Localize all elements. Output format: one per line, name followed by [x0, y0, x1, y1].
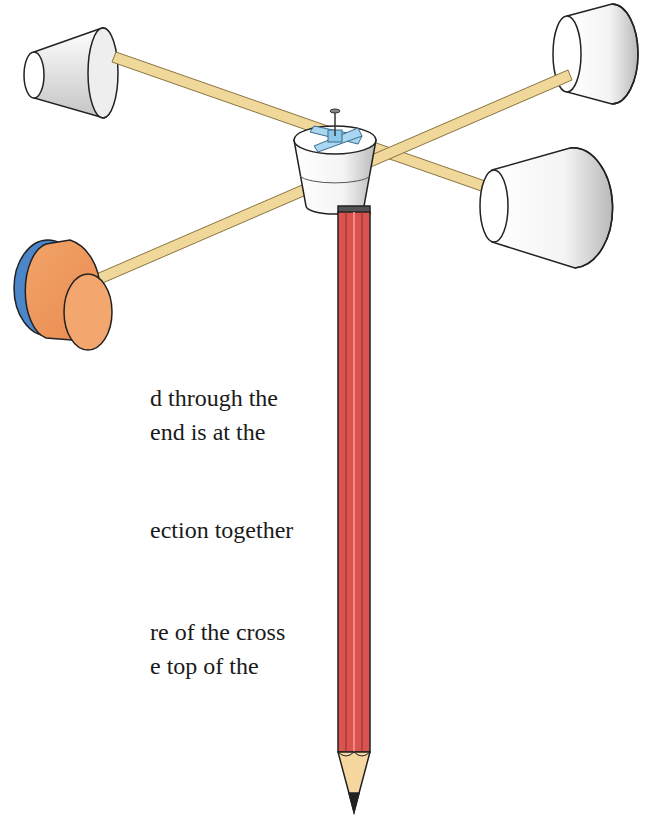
paper-cup: [480, 148, 613, 268]
instruction-text: d through the: [150, 384, 278, 413]
instruction-text: re of the cross: [150, 618, 285, 647]
paper-cup: [14, 240, 112, 350]
wooden-stick: [64, 52, 572, 298]
paper-cup: [294, 126, 376, 214]
instruction-text: end is at the: [150, 418, 265, 447]
instruction-text: ection together: [150, 516, 293, 545]
paper-cup: [553, 4, 638, 104]
tape: [310, 126, 362, 152]
pin: [330, 109, 340, 136]
paper-cup: [24, 28, 118, 118]
pencil: [338, 206, 370, 812]
instruction-text: e top of the: [150, 652, 259, 681]
